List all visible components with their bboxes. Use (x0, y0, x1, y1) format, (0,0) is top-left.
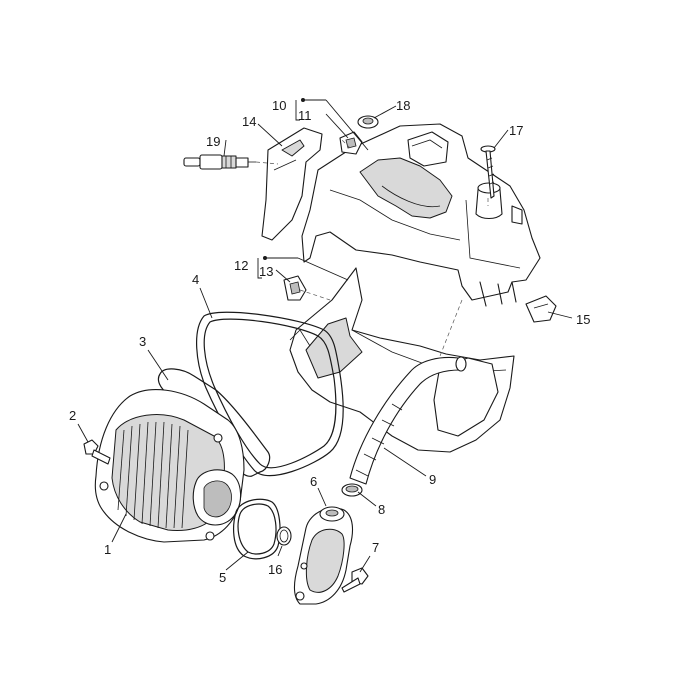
cooling-fins (117, 421, 189, 529)
callout-7: 7 (372, 540, 379, 555)
callouts: 1 2 3 4 5 6 7 8 9 10 11 12 13 14 15 16 1… (69, 98, 590, 585)
callout-11: 11 (298, 108, 312, 123)
hose-clamp-18 (357, 115, 379, 129)
callout-9: 9 (429, 472, 436, 487)
gasket-4 (196, 311, 344, 477)
callout-12: 12 (234, 258, 248, 273)
spark-plug (183, 154, 256, 170)
callout-3: 3 (139, 334, 146, 349)
clip-15 (525, 295, 557, 323)
heat-shield (261, 127, 323, 241)
callout-2: 2 (69, 408, 76, 423)
callout-13: 13 (259, 264, 273, 279)
screw-7 (341, 567, 369, 593)
callout-8: 8 (378, 502, 385, 517)
bolt-2 (83, 439, 111, 465)
breather-pipe (349, 356, 467, 485)
o-ring-16 (276, 526, 292, 546)
callout-4: 4 (192, 272, 199, 287)
screw-17 (480, 145, 496, 199)
upper-shroud (301, 123, 541, 307)
breather-housing (293, 506, 354, 605)
callout-15: 15 (576, 312, 590, 327)
callout-10-dot (301, 98, 305, 102)
gasket-5 (233, 498, 281, 560)
callout-16: 16 (268, 562, 282, 577)
callout-18: 18 (396, 98, 410, 113)
callout-19: 19 (206, 134, 220, 149)
leader-lines (77, 99, 573, 573)
ring-8 (341, 483, 363, 497)
lower-shroud (289, 267, 515, 453)
callout-1: 1 (104, 542, 111, 557)
assembly-lines (255, 137, 489, 357)
callout-17: 17 (509, 123, 523, 138)
callout-14: 14 (242, 114, 256, 129)
callout-10: 10 (272, 98, 286, 113)
valve-cover (94, 389, 245, 543)
callout-5: 5 (219, 570, 226, 585)
callout-12-dot (263, 256, 267, 260)
callout-6: 6 (310, 474, 317, 489)
